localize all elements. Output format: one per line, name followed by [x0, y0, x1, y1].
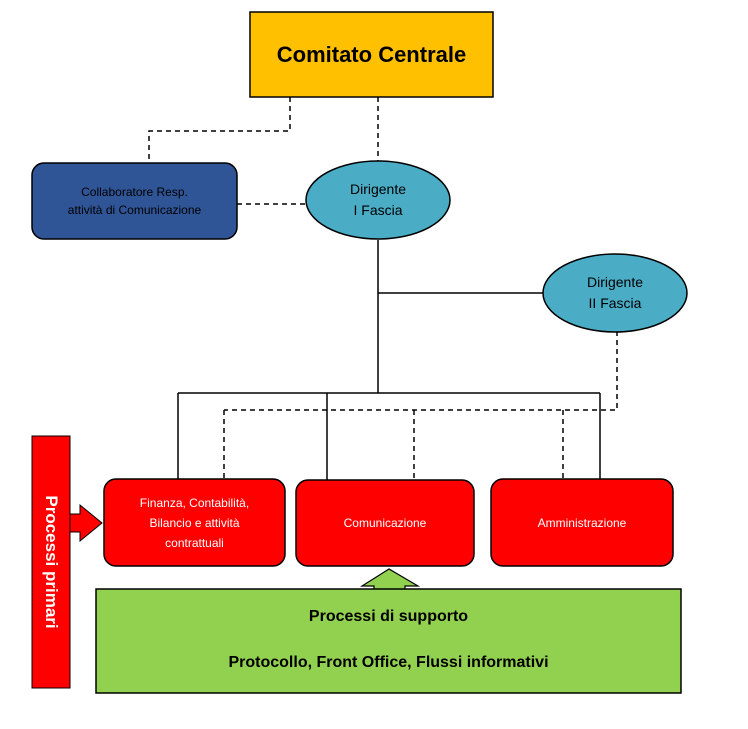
- collaboratore-label: Collaboratore Resp. attività di Comunica…: [67, 185, 202, 217]
- dirigente-2-ellipse: [542, 253, 688, 333]
- collaboratore-box: [31, 162, 238, 240]
- finanza-box: [103, 478, 286, 567]
- comunicazione-box: [295, 479, 475, 567]
- processi-primari-label: Processi primari: [42, 495, 61, 629]
- supporto-box: [95, 588, 682, 694]
- comunicazione-label: Comunicazione: [343, 516, 427, 530]
- dirigente-2-label: Dirigente II Fascia: [586, 274, 644, 311]
- amministrazione-box: [490, 478, 674, 567]
- processi-primari-arrow: [69, 503, 103, 543]
- comitato-centrale-label: Comitato Centrale: [276, 41, 467, 67]
- connector-comitato-collaboratore: [148, 97, 291, 163]
- comitato-centrale-box: [249, 11, 494, 98]
- amministrazione-label: Amministrazione: [537, 515, 627, 530]
- processi-primari-bar: [31, 435, 71, 689]
- connector-dirigente2-bus: [224, 331, 618, 411]
- supporto-items: Protocollo, Front Office, Flussi informa…: [228, 654, 549, 671]
- finanza-label: Finanza, Contabilità, Bilancio e attivit…: [139, 495, 250, 550]
- supporto-title: Processi di supporto: [308, 608, 469, 625]
- dirigente-1-ellipse: [305, 160, 451, 240]
- dirigente-1-label: Dirigente I Fascia: [349, 181, 407, 218]
